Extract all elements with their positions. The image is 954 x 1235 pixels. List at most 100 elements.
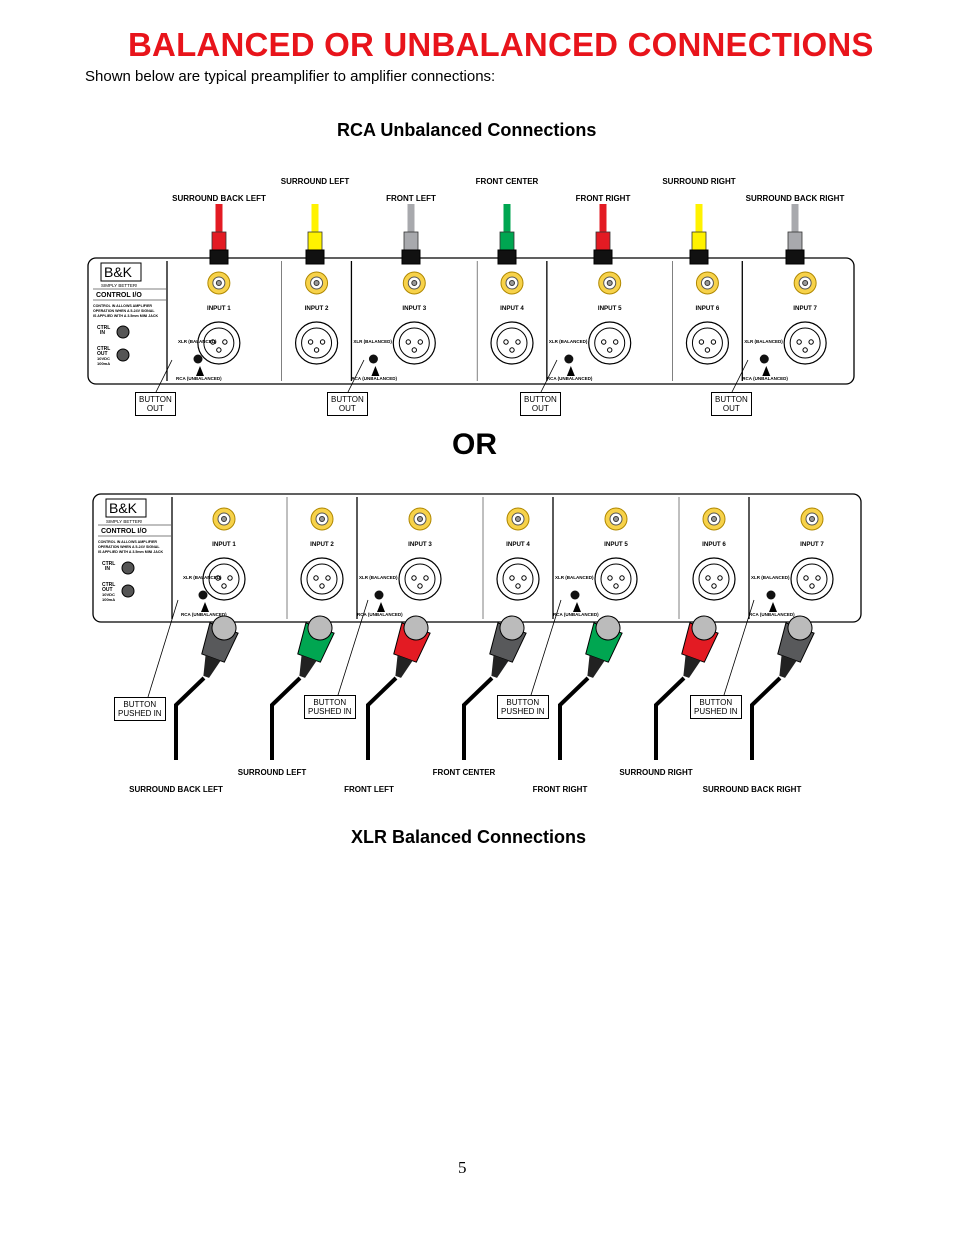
xlr-pin — [796, 339, 802, 345]
xlr-jack-icon — [202, 557, 246, 601]
rca-jack-icon — [207, 271, 231, 295]
rca-jack-ring — [315, 512, 329, 526]
xlr-strain-relief — [203, 655, 221, 678]
xlr-label-front-right: FRONT RIGHT — [532, 785, 588, 794]
input-label: INPUT 4 — [506, 541, 530, 548]
rca-plug-icon — [499, 231, 515, 251]
xlr-pin — [802, 347, 808, 353]
ctrl-in-label: CTRL — [102, 561, 115, 567]
rca-jack-icon — [793, 271, 817, 295]
xlr-jack-inner — [691, 327, 723, 359]
control-note-line: CONTROL IN ALLOWS AMPLIFIER — [98, 540, 157, 544]
xlr-pin — [711, 583, 717, 589]
xlr-label-surround-left: SURROUND LEFT — [237, 768, 307, 777]
page-title: BALANCED OR UNBALANCED CONNECTIONS — [128, 26, 874, 63]
xlr-plug-face — [307, 615, 333, 641]
rca-jack-icon — [702, 507, 726, 531]
xlr-jack-inner — [208, 563, 240, 595]
rca-switch-label: RCA (UNBALANCED) — [176, 376, 222, 381]
xlr-pin — [509, 347, 515, 353]
xlr-pin — [803, 575, 809, 581]
mode-switch-button-icon — [193, 354, 203, 364]
rca-jack-ring — [798, 276, 812, 290]
control-note-line: IS APPLIED WITH A 3.5mm MINI JACK — [93, 314, 158, 318]
rca-plug-icon — [691, 231, 707, 251]
xlr-pin — [319, 583, 325, 589]
ctrl-in-jack-icon — [116, 325, 130, 339]
switch-arrow-icon — [371, 366, 380, 376]
xlr-plug-body — [489, 622, 527, 663]
xlr-cable — [558, 676, 590, 760]
xlr-label-front-center: FRONT CENTER — [432, 768, 496, 777]
xlr-cable — [174, 676, 206, 760]
xlr-leader-line — [147, 599, 179, 698]
rca-label-front-left: FRONT LEFT — [386, 194, 436, 203]
ctrl-out-label: CTRL — [97, 346, 110, 352]
xlr-pin — [503, 339, 509, 345]
input-label: INPUT 1 — [207, 305, 231, 312]
rca-jack-ring — [609, 512, 623, 526]
page-number: 5 — [458, 1158, 467, 1177]
rca-label-surround-left: SURROUND LEFT — [280, 177, 350, 186]
xlr-pin — [411, 347, 417, 353]
xlr-pin — [613, 339, 619, 345]
xlr-pin — [417, 339, 423, 345]
control-io-heading: CONTROL I/O — [96, 292, 142, 299]
xlr-plug-body — [585, 622, 623, 663]
xlr-switch-label: XLR (BALANCED) — [178, 339, 217, 344]
xlr-jack-icon — [588, 321, 632, 365]
xlr-plug-body — [201, 622, 239, 663]
ctrl-out-label: 100mA — [102, 597, 115, 602]
ctrl-out-label: 10VDC — [97, 356, 110, 361]
xlr-jack-icon — [594, 557, 638, 601]
xlr-jack-icon — [685, 321, 730, 365]
rca-jack-icon — [408, 507, 432, 531]
rca-jack-pin — [215, 280, 222, 286]
rca-switch-label: RCA (UNBALANCED) — [742, 376, 788, 381]
panel-outline — [87, 257, 855, 385]
control-note-line: IS APPLIED WITH A 3.5mm MINI JACK — [98, 550, 163, 554]
ctrl-in-label: CTRL — [97, 325, 110, 331]
xlr-button-tag-1: BUTTON PUSHED IN — [114, 697, 166, 721]
xlr-plug-icon — [297, 615, 335, 678]
rca-label-front-right: FRONT RIGHT — [575, 194, 631, 203]
input-label: INPUT 5 — [598, 305, 622, 312]
rca-switch-label: RCA (UNBALANCED) — [181, 612, 227, 617]
rca-switch-label: RCA (UNBALANCED) — [749, 612, 795, 617]
xlr-button-tag-2: BUTTON PUSHED IN — [304, 695, 356, 719]
xlr-plug-face — [595, 615, 621, 641]
xlr-cable — [654, 676, 686, 760]
rca-jack-pin — [411, 280, 418, 286]
rca-jack-ring — [310, 276, 324, 290]
rca-jack-pin — [704, 280, 711, 286]
input-label: INPUT 1 — [212, 541, 236, 548]
rca-jack-icon — [506, 507, 530, 531]
xlr-strain-relief — [587, 655, 605, 678]
xlr-pin — [227, 575, 233, 581]
input-label: INPUT 2 — [305, 305, 329, 312]
xlr-cable — [366, 676, 398, 760]
ctrl-out-label: 100mA — [97, 361, 110, 366]
xlr-jack-inner — [203, 327, 235, 359]
xlr-switch-label: XLR (BALANCED) — [744, 339, 783, 344]
input-label: INPUT 7 — [800, 541, 824, 548]
xlr-jack-inner — [789, 327, 821, 359]
xlr-pin — [710, 339, 717, 345]
xlr-button-tag-3: BUTTON PUSHED IN — [497, 695, 549, 719]
rca-jack-ring — [700, 276, 714, 290]
rca-jack-pin — [515, 516, 521, 522]
xlr-pin — [698, 339, 705, 345]
xlr-switch-label: XLR (BALANCED) — [183, 575, 222, 580]
rca-jack-ring — [413, 512, 427, 526]
xlr-leader-line — [723, 599, 755, 696]
xlr-plug-body — [777, 622, 815, 663]
control-note-line: OPERATION WHEN A 5-24V SIGNAL — [93, 309, 155, 313]
rca-button-tag-1: BUTTON OUT — [135, 392, 176, 416]
rca-plug-icon — [307, 231, 323, 251]
xlr-pin — [521, 575, 527, 581]
rca-label-surround-back-right: SURROUND BACK RIGHT — [745, 194, 845, 203]
xlr-label-front-left: FRONT LEFT — [344, 785, 394, 794]
xlr-plug-face — [211, 615, 237, 641]
rca-plug-icon — [595, 231, 611, 251]
xlr-plug-icon — [585, 615, 623, 678]
